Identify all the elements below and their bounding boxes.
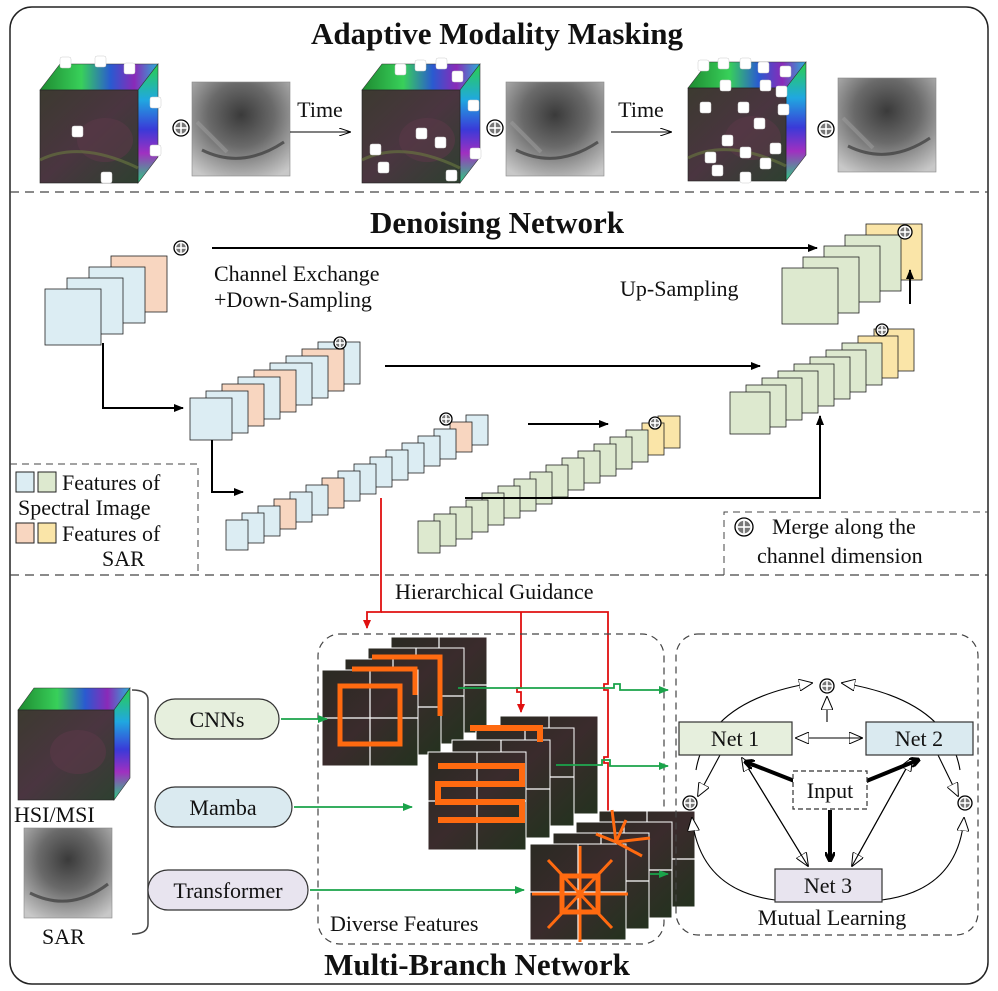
merge-plus-icon: [734, 517, 754, 537]
legend-spectral-1: Features of: [62, 470, 161, 495]
merge-legend: Merge along the channel dimension: [723, 511, 988, 575]
guidance-lines: [363, 498, 612, 858]
sar-input-image: [23, 827, 113, 919]
diverse-features-box: [317, 633, 665, 945]
encoder-level-2: [189, 341, 361, 441]
legend-spectral-2: Spectral Image: [18, 495, 151, 520]
merge-plus-icon: [682, 795, 698, 811]
legend-swatch-orange: [15, 522, 35, 544]
encoder-level-3: [225, 414, 489, 551]
down-arrow-2: [211, 440, 244, 496]
feature-tiles: [321, 636, 696, 942]
input-hsi-label: HSI/MSI: [14, 802, 95, 827]
merge-plus-icon: [172, 119, 190, 137]
input-bracket: [131, 689, 149, 935]
input-node[interactable]: [792, 770, 868, 810]
merge-plus-icon: [439, 412, 453, 426]
bottom-return-arrow: [465, 415, 824, 499]
sar-image-3: [837, 77, 937, 173]
net1-node[interactable]: [678, 721, 793, 756]
merge-plus-icon: [897, 224, 913, 240]
diverse-features-label: Diverse Features: [330, 911, 478, 936]
legend-sar-2: SAR: [102, 546, 145, 571]
merge-plus-icon: [819, 678, 835, 694]
decoder-level-2: [729, 328, 915, 435]
hierarchical-guidance-label: Hierarchical Guidance: [395, 579, 594, 604]
feature-stacks: [44, 223, 923, 554]
merge-plus-icon: [333, 336, 347, 350]
merge-plus-icon: [957, 795, 973, 811]
net2-node[interactable]: [865, 721, 974, 756]
merge-plus-icon: [486, 119, 504, 137]
hsi-cube-1: [39, 55, 162, 184]
sar-image-2: [505, 81, 605, 177]
cnn-window-overlay: [337, 654, 443, 747]
merge-plus-icon: [734, 517, 754, 537]
transformer-attention-overlay: [532, 809, 651, 942]
legend-box: Features of Spectral Image Features of S…: [10, 463, 199, 575]
legend-swatch-blue: [15, 471, 35, 493]
masking-title: Adaptive Modality Masking: [311, 16, 684, 51]
channel-exchange-label-2: +Down-Sampling: [214, 287, 372, 312]
hsi-cube-3: [687, 57, 807, 184]
branch-arrows: [281, 683, 669, 894]
up-sampling-label: Up-Sampling: [620, 276, 739, 301]
encoder-level-1: [44, 255, 168, 346]
channel-exchange-label-1: Channel Exchange: [214, 261, 380, 286]
merge-plus-icon: [817, 120, 835, 138]
sar-image-1: [191, 81, 291, 177]
branch-mamba-pill[interactable]: [154, 786, 293, 828]
masking-row: [39, 55, 937, 184]
merge-plus-icon: [173, 240, 189, 256]
denoising-title: Denoising Network: [370, 205, 625, 240]
legend-swatch-green: [37, 471, 57, 493]
branch-mamba-label: Mamba: [189, 795, 256, 820]
branch-cnn-pill[interactable]: [154, 698, 280, 740]
hsi-input-cube: [17, 687, 131, 801]
mutual-learning-label: Mutual Learning: [758, 905, 906, 930]
legend-swatch-yellow: [37, 522, 57, 544]
net3-node[interactable]: [774, 868, 883, 903]
input-sar-label: SAR: [42, 924, 85, 949]
input-to-nets-arrows: [746, 760, 918, 860]
decoder-level-3: [417, 415, 681, 554]
branch-cnn-label: CNNs: [189, 707, 244, 732]
mamba-scan-overlay: [435, 725, 543, 823]
merge-label-2: channel dimension: [757, 543, 923, 568]
multibranch-title: Multi-Branch Network: [324, 947, 630, 982]
merge-plus-icon: [648, 416, 662, 430]
branch-transformer-pill[interactable]: [147, 869, 309, 911]
hsi-cube-2: [361, 57, 482, 184]
branch-transformer-label: Transformer: [173, 878, 283, 903]
merge-label-1: Merge along the: [772, 514, 916, 539]
input-node-label: Input: [807, 778, 853, 803]
time-label-1: Time: [297, 97, 343, 122]
net1-label: Net 1: [711, 726, 759, 751]
net3-label: Net 3: [804, 873, 852, 898]
input-images: [17, 687, 131, 919]
legend-sar-1: Features of: [62, 521, 161, 546]
merge-plus-icon: [875, 323, 889, 337]
mutual-learning-box: [675, 633, 979, 936]
net2-label: Net 2: [895, 726, 943, 751]
time-label-2: Time: [618, 97, 664, 122]
down-arrow-1: [102, 343, 184, 412]
